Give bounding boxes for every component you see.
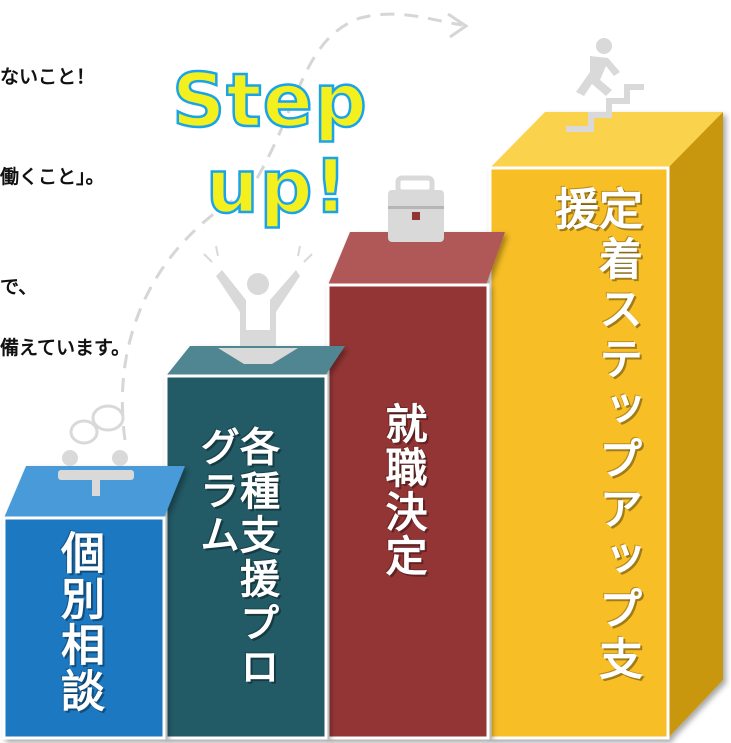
step-label-3: 就職決定 — [379, 402, 428, 578]
step-label-4: 定着ステップアップ支援 — [547, 186, 642, 686]
step-block-1 — [2, 466, 185, 740]
intro-line-1: ないこと！ — [0, 66, 96, 88]
arrow-head-icon — [447, 12, 469, 39]
intro-line-3: で、 — [0, 276, 38, 298]
step-block-3 — [326, 232, 505, 740]
running-stairs-icon — [566, 38, 644, 132]
step-label-2: 各種支援プログラム — [193, 426, 279, 690]
briefcase-icon — [388, 175, 444, 242]
chat-meeting-icon — [58, 404, 134, 496]
dashed-arrow-path — [120, 12, 463, 441]
step-block-2 — [164, 346, 345, 740]
step-label-1: 個別相談 — [53, 530, 104, 714]
headline-step: Step — [171, 58, 368, 144]
intro-line-2: 働くこと」。 — [0, 166, 105, 188]
headline-up: up! — [205, 144, 349, 230]
intro-line-4: 備えています。 — [0, 337, 131, 359]
cheering-person-icon — [203, 245, 313, 364]
step-block-4 — [488, 112, 723, 740]
